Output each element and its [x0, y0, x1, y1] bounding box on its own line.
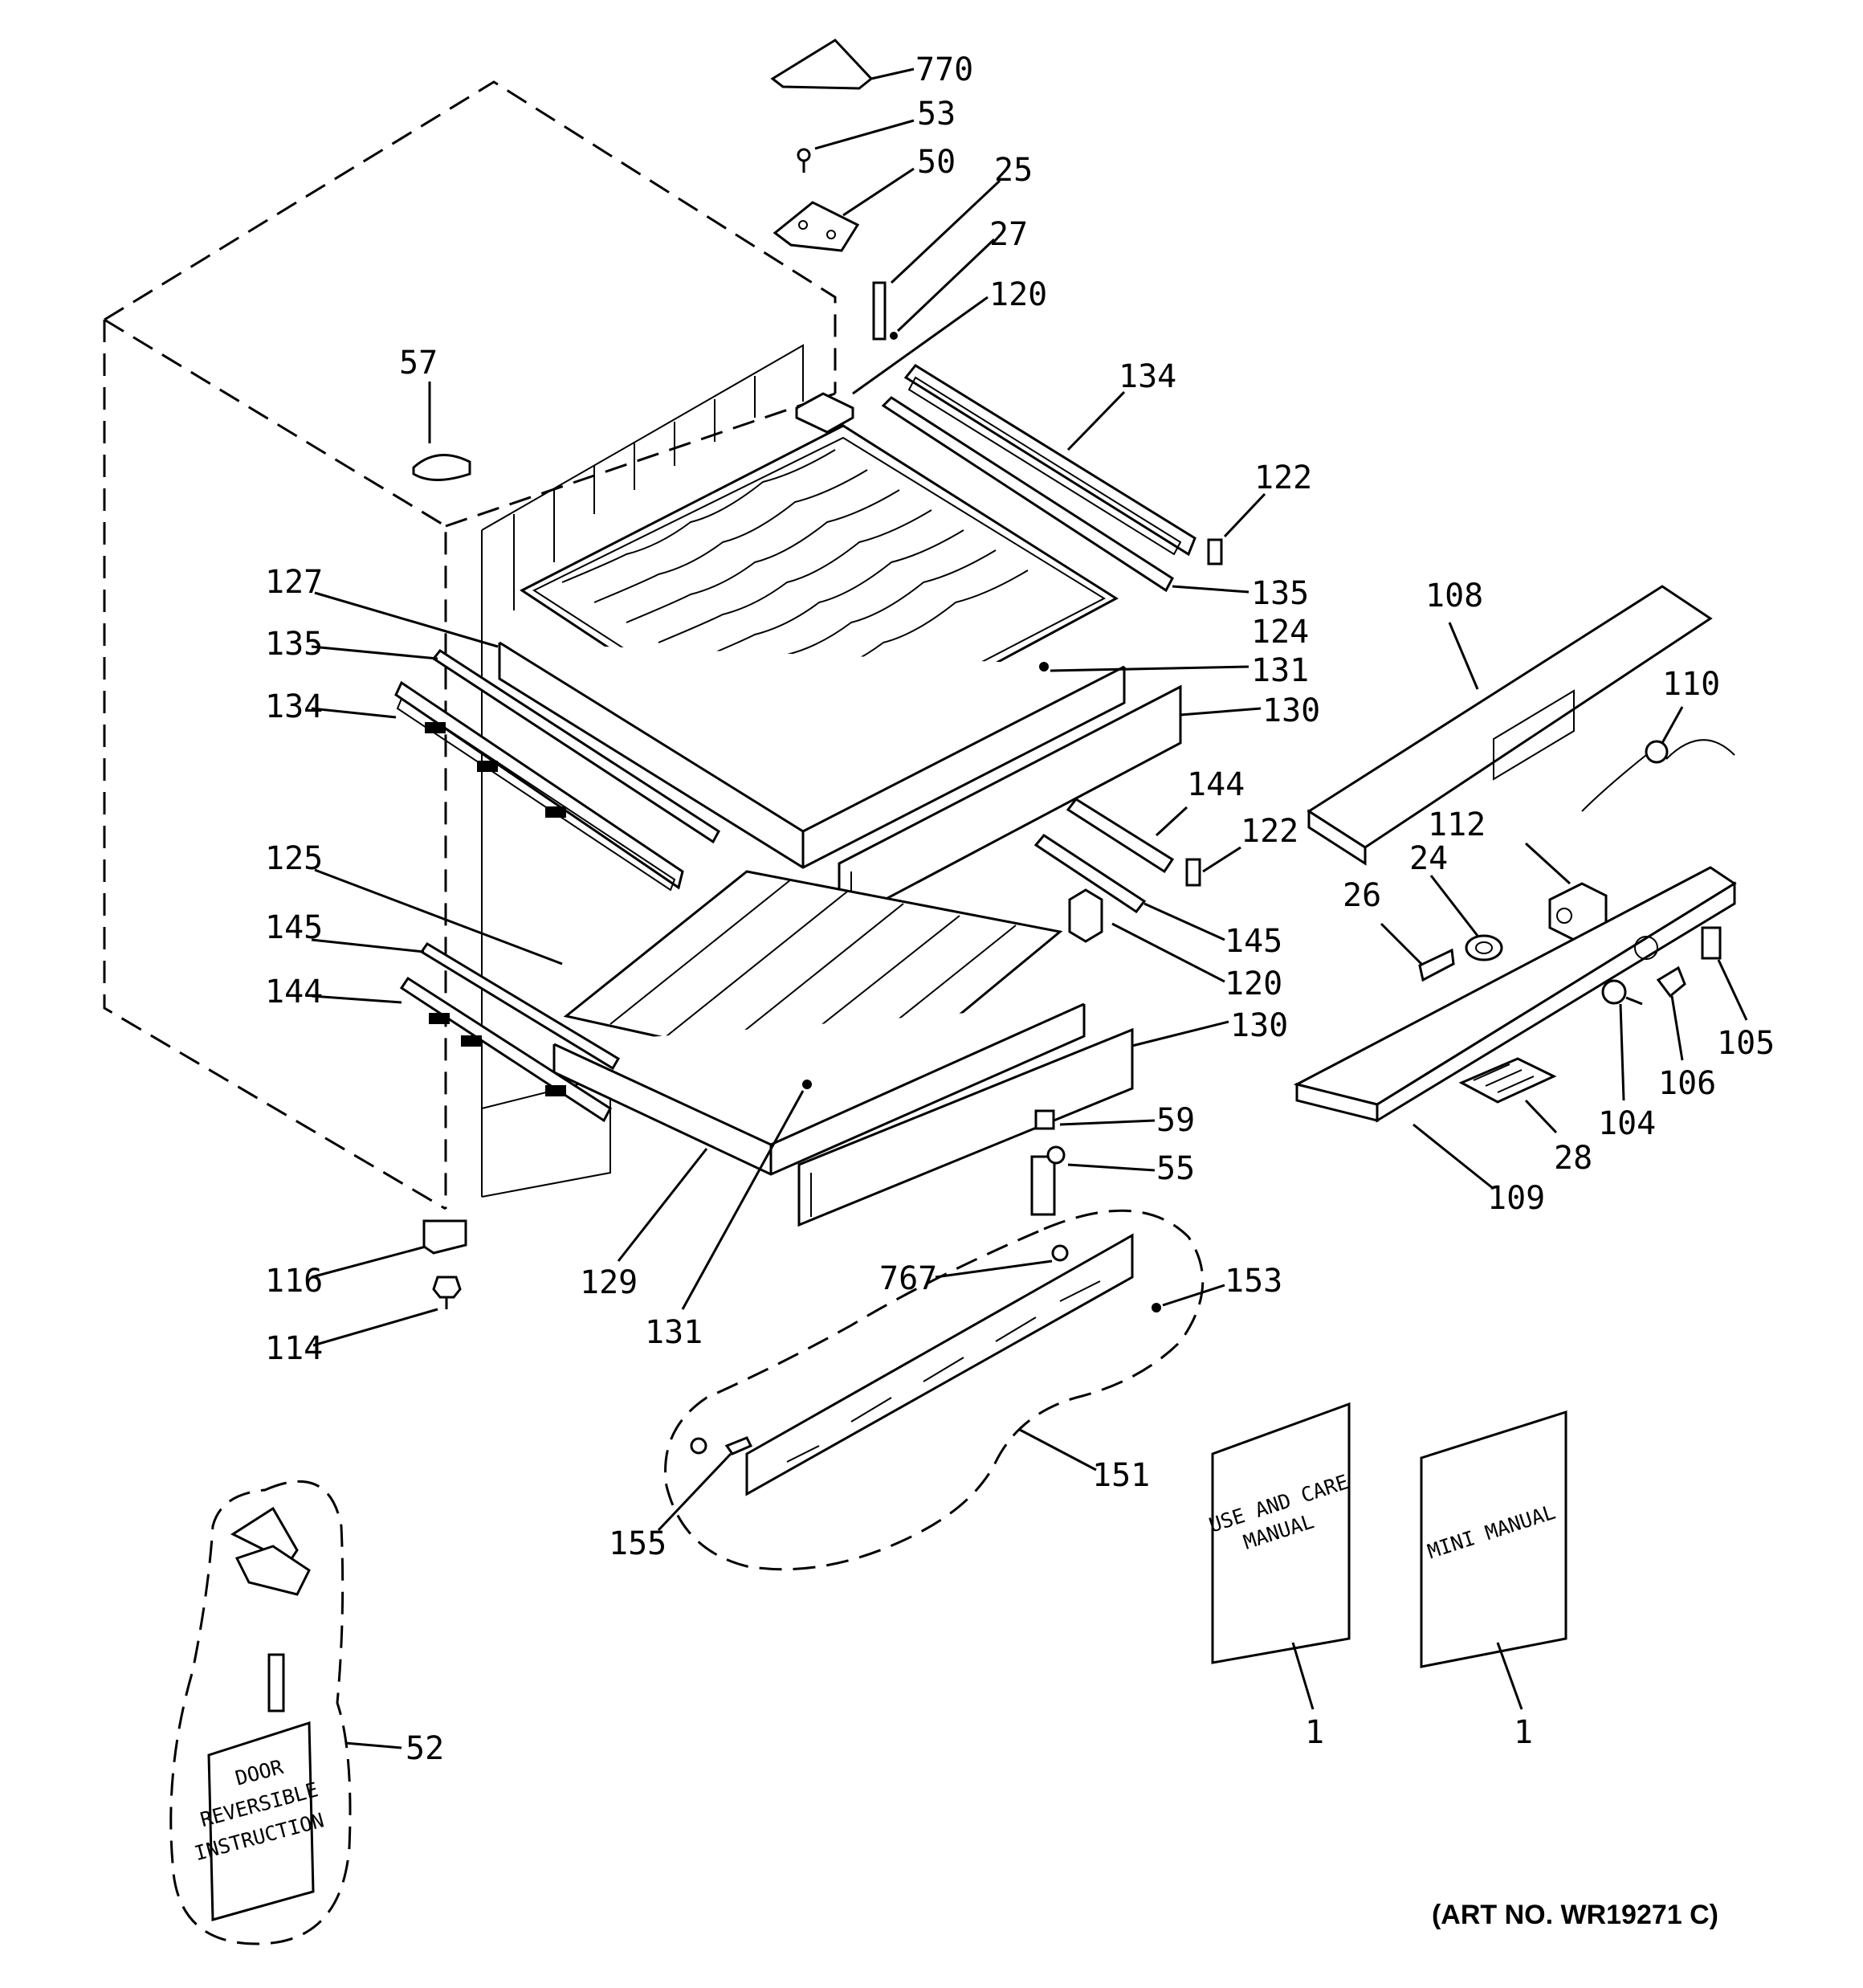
- part-25-hinge-pin: [872, 179, 1001, 341]
- part-155-clip: [657, 1436, 753, 1532]
- callout-127: 127: [265, 564, 323, 601]
- callout-108: 108: [1425, 578, 1483, 614]
- part-108-control-cover: [1307, 585, 1713, 866]
- part-106-knob: [1656, 965, 1686, 1061]
- part-131-drawer-screws: [681, 662, 1249, 1310]
- callout-112: 112: [1428, 806, 1486, 843]
- part-135-right-top-rail: [881, 396, 1249, 594]
- callout-131-lower: 131: [645, 1314, 703, 1351]
- part-153-screw: [1152, 1284, 1225, 1312]
- part-112-thermostat: [1524, 842, 1608, 941]
- part-120-top-bracket: [795, 296, 989, 434]
- callout-770: 770: [915, 51, 973, 88]
- leader-127: [314, 591, 499, 648]
- part-770-top-cap: [770, 39, 915, 90]
- callout-50: 50: [917, 144, 956, 181]
- part-53-screw: [797, 119, 915, 173]
- part-144-right-lower-slide: [1066, 798, 1188, 874]
- callout-767: 767: [879, 1260, 937, 1297]
- callout-110: 110: [1662, 666, 1720, 703]
- part-767-grommet: [935, 1244, 1069, 1279]
- callout-151: 151: [1092, 1457, 1150, 1494]
- callout-145-right: 145: [1225, 923, 1282, 960]
- callout-145-left: 145: [265, 909, 323, 946]
- callout-105: 105: [1717, 1025, 1775, 1062]
- part-144-left-lower-slide: [311, 976, 612, 1123]
- callout-155: 155: [609, 1525, 667, 1562]
- callout-135-right: 135: [1251, 575, 1309, 612]
- callout-59: 59: [1156, 1102, 1195, 1139]
- callout-106: 106: [1658, 1065, 1716, 1102]
- callout-114: 114: [265, 1330, 323, 1367]
- callout-55: 55: [1156, 1150, 1195, 1187]
- callout-labels: 770 53 50 25 27 120 57 134 122 135 124 1…: [265, 51, 1775, 1767]
- part-105-switch: [1701, 926, 1748, 1021]
- part-104-control-knob: [1601, 979, 1643, 1101]
- callout-116: 116: [265, 1263, 323, 1300]
- callout-57: 57: [399, 345, 438, 382]
- part-116-foot-bracket: [311, 1219, 467, 1279]
- part-52-door-kit: DOOR REVERSIBLE INSTRUCTION: [169, 1480, 402, 1945]
- callout-129: 129: [580, 1264, 638, 1301]
- part-134-right-top-slide: [903, 364, 1196, 557]
- callout-26: 26: [1343, 877, 1381, 914]
- callout-130-top: 130: [1262, 692, 1320, 729]
- part-55-lower-hinge: [1030, 1145, 1156, 1216]
- callout-122-lower: 122: [1241, 813, 1298, 850]
- callout-104: 104: [1598, 1105, 1656, 1142]
- callout-1-mini-manual: 1: [1514, 1714, 1533, 1751]
- part-57-plug: [412, 382, 471, 481]
- art-number: (ART NO. WR19271 C): [1432, 1900, 1718, 1930]
- part-151-kickplate-group: [664, 1209, 1205, 1571]
- callout-120-top: 120: [989, 276, 1047, 313]
- callout-109: 109: [1487, 1180, 1545, 1217]
- part-127-top-drawer: [498, 641, 1126, 869]
- part-122-clip-top: [1207, 492, 1266, 565]
- literature-mini-manual: MINI MANUAL: [1420, 1410, 1567, 1710]
- part-24-lamp-socket: [1429, 875, 1503, 961]
- part-122-clip-lower: [1185, 846, 1241, 887]
- part-120-lower-bracket: [1068, 888, 1225, 983]
- part-145-right-lower-rail: [1033, 834, 1225, 941]
- callout-144-right: 144: [1187, 766, 1245, 803]
- callout-27: 27: [989, 216, 1028, 253]
- callout-52: 52: [406, 1730, 444, 1767]
- part-114-leveling-leg: [312, 1276, 462, 1347]
- callout-153: 153: [1225, 1263, 1282, 1300]
- callout-53: 53: [917, 96, 956, 133]
- callout-24: 24: [1409, 840, 1448, 877]
- callout-130-lower: 130: [1230, 1007, 1288, 1044]
- callout-120-lower: 120: [1225, 965, 1282, 1002]
- callout-134-left: 134: [265, 688, 323, 725]
- part-26-lamp-bulb: [1380, 922, 1455, 982]
- part-134-left-top-slide: [311, 680, 684, 892]
- part-28-light-shield: [1458, 1057, 1558, 1134]
- callout-144-left: 144: [265, 974, 323, 1010]
- callout-124: 124: [1251, 614, 1309, 651]
- cabinet-outline: [103, 80, 837, 1210]
- part-135-left-top-rail: [311, 645, 720, 844]
- part-59-nut: [1034, 1109, 1156, 1130]
- leader-125: [314, 868, 563, 965]
- callout-131-top: 131: [1251, 652, 1309, 689]
- part-145-left-lower-rail: [311, 938, 621, 1071]
- callout-25: 25: [994, 152, 1033, 189]
- callout-122-top: 122: [1254, 459, 1312, 496]
- part-110-sensor: [1581, 706, 1735, 812]
- part-109-control-housing: [1293, 866, 1737, 1190]
- literature-use-and-care: USE AND CARE MANUAL: [1206, 1402, 1351, 1710]
- callout-125: 125: [265, 840, 323, 877]
- callout-1-use-care: 1: [1305, 1714, 1324, 1751]
- callout-134-right: 134: [1119, 358, 1176, 395]
- part-27-washer: [890, 238, 996, 340]
- part-130-lower-drawer-front: [797, 1020, 1229, 1227]
- callout-28: 28: [1554, 1140, 1592, 1177]
- callout-135-left: 135: [265, 626, 323, 663]
- part-50-top-hinge: [773, 167, 915, 252]
